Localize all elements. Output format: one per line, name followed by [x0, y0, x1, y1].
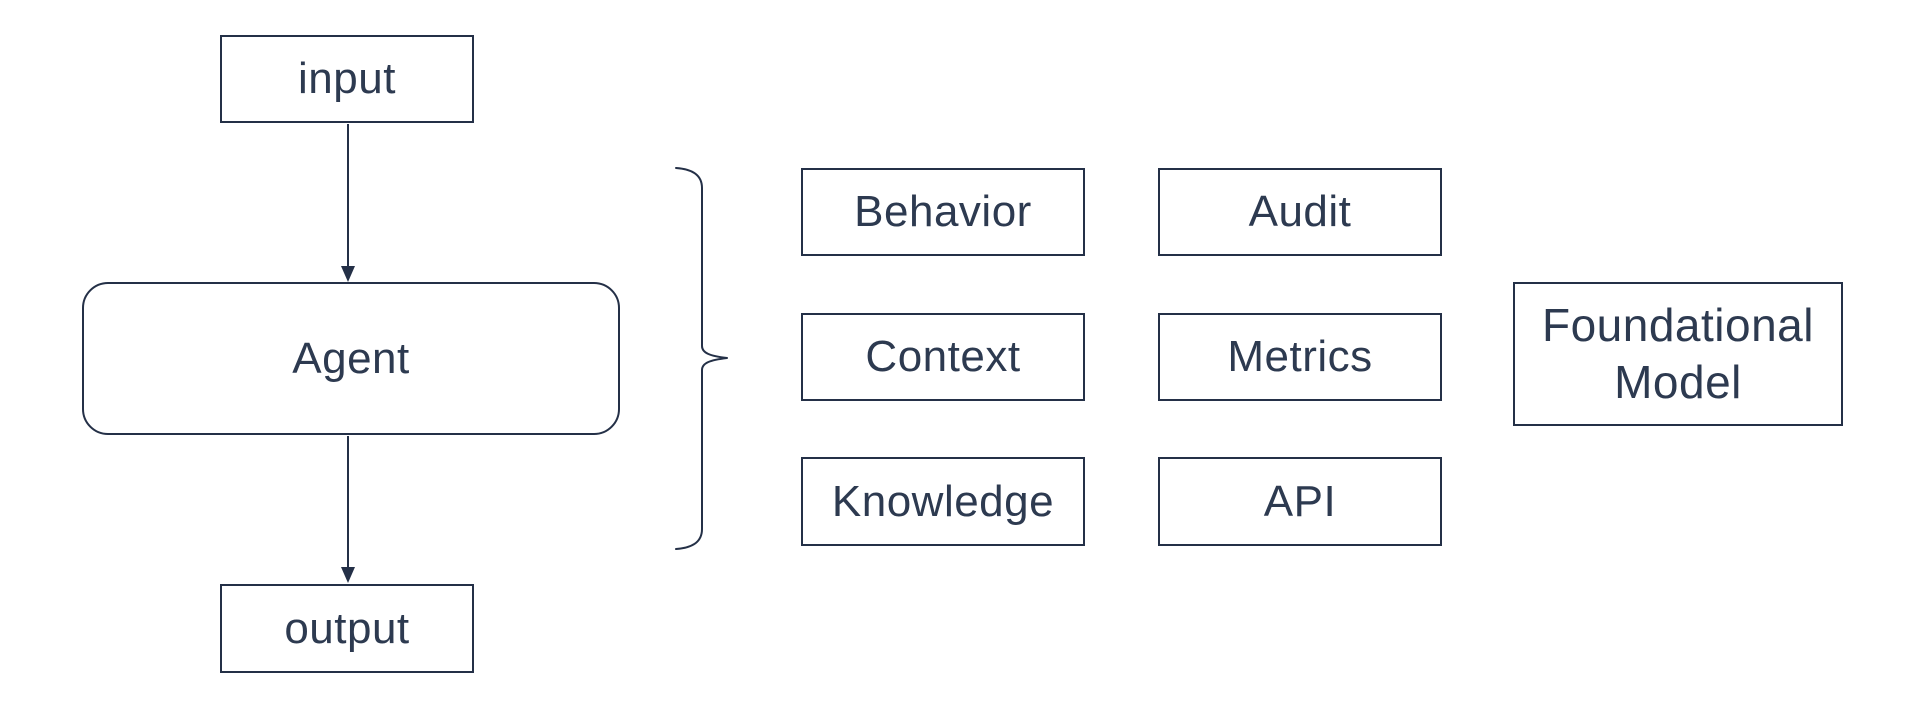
component-box-label: API [1263, 476, 1337, 526]
component-box-api: API [1158, 457, 1442, 546]
output-node-label: output [284, 603, 410, 653]
agent-node-label: Agent [292, 333, 410, 383]
component-box-label: Context [865, 332, 1021, 381]
agent-node: Agent [82, 282, 620, 435]
foundational-model-label: Foundational Model [1542, 298, 1814, 409]
arrow-agent-to-output [341, 436, 355, 583]
grouping-brace-icon [675, 167, 728, 550]
component-box-knowledge: Knowledge [801, 457, 1085, 546]
input-node-label: input [298, 54, 396, 103]
output-node: output [220, 584, 474, 673]
component-box-metrics: Metrics [1158, 313, 1442, 401]
component-box-behavior: Behavior [801, 168, 1085, 256]
component-box-label: Metrics [1227, 332, 1373, 381]
foundational-model-node: Foundational Model [1513, 282, 1843, 426]
component-box-audit: Audit [1158, 168, 1442, 256]
arrow-input-to-agent [341, 124, 355, 282]
input-node: input [220, 35, 474, 123]
arrowhead-down-icon [341, 567, 355, 583]
arrowhead-down-icon [341, 266, 355, 282]
component-box-context: Context [801, 313, 1085, 401]
component-box-label: Knowledge [831, 476, 1055, 526]
component-box-label: Behavior [854, 187, 1032, 236]
component-box-label: Audit [1248, 187, 1352, 236]
